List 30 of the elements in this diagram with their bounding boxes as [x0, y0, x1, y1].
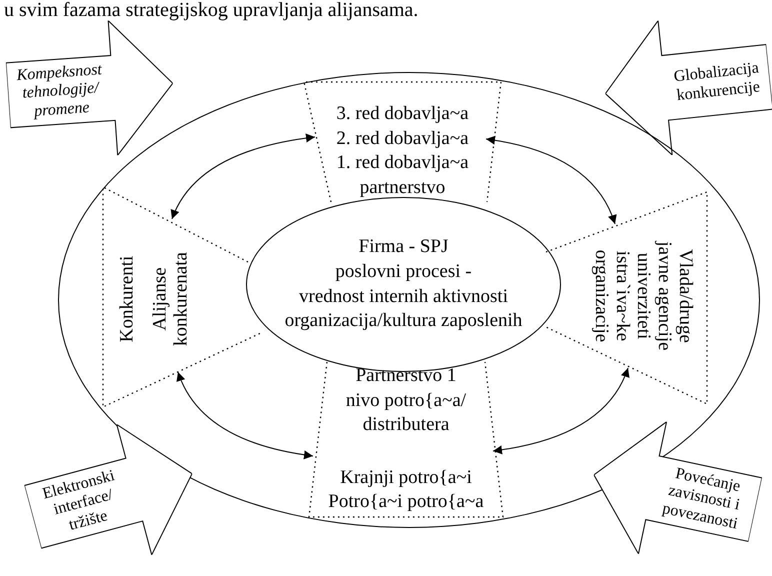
- dotted-region: [546, 192, 709, 404]
- dotted-region: [103, 187, 263, 407]
- dotted-region: [309, 362, 503, 517]
- region-text: Firma - SPJ: [358, 235, 448, 260]
- arrow-label: Globalizacija konkurencije: [672, 59, 762, 106]
- arrow-label: Kompeksnost tehnologije/ promene: [15, 60, 104, 122]
- region-text: Partnerstvo 1 nivo potro{a~a/ distributera: [344, 364, 468, 438]
- double-arrow: [171, 134, 316, 220]
- region-text: 3. red dobavlja~a: [336, 102, 469, 126]
- region-text: Konkurenti: [118, 256, 139, 342]
- region-text: 2. red dobavlja~a: [336, 126, 469, 151]
- region-text: univerziteti: [632, 252, 654, 340]
- region-text: istra`iva~ke: [612, 250, 633, 342]
- double-arrow: [492, 368, 629, 454]
- region-text: partnerstvo: [360, 176, 446, 200]
- region-text: vrednost internih aktivnosti: [299, 284, 508, 308]
- region-text: organizacije: [590, 250, 612, 342]
- region-text: 1. red dobavlja~a: [336, 151, 469, 176]
- region-text: javne agencije: [653, 241, 674, 351]
- region-text: poslovni procesi -: [335, 260, 472, 284]
- region-text: Alijanse konkurenata: [150, 251, 192, 348]
- double-arrow: [177, 372, 314, 460]
- intro-sentence: u svim fazama strategijskog upravljanja alijansama.: [4, 0, 418, 20]
- region-text: Vlada/druge: [674, 249, 696, 343]
- arrow-label: Povećanje zavisnosti i povezanosti: [660, 464, 743, 534]
- region-text: Potro{a~i potro{a~a: [328, 490, 484, 514]
- region-text: organizacija/kultura zaposlenih: [284, 309, 522, 334]
- dotted-region: [304, 82, 501, 202]
- double-arrow: [486, 136, 616, 224]
- region-text: Krajnji potro{a~i: [340, 466, 472, 490]
